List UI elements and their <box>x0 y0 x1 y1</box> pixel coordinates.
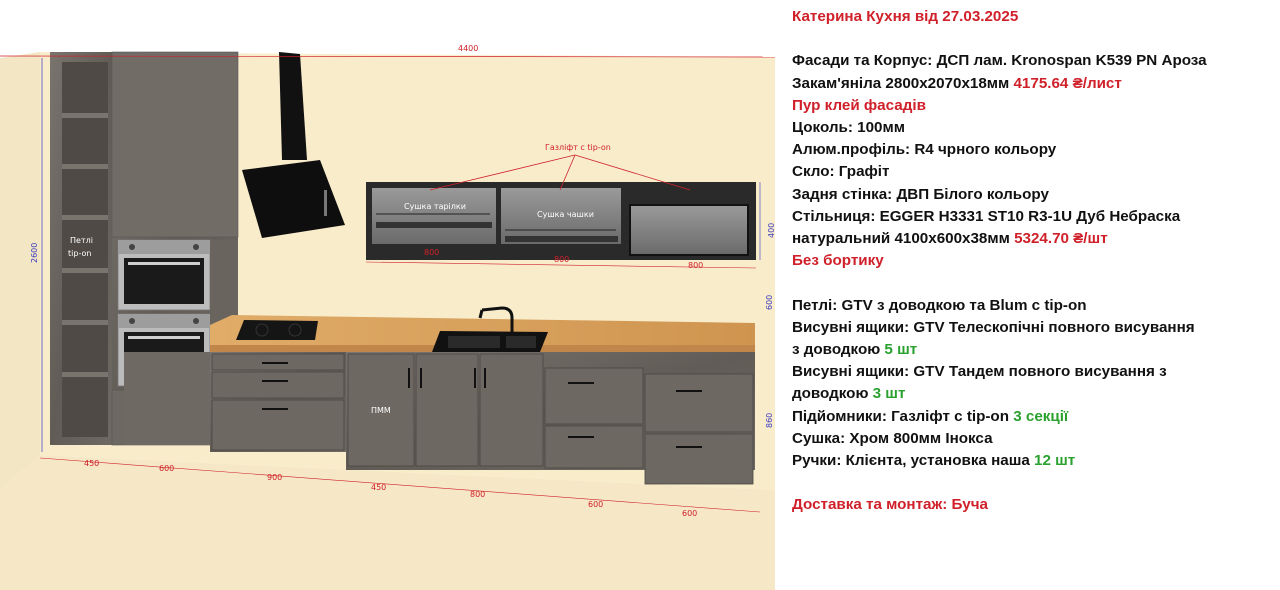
tall-shelf-unit: Петлі tip-on <box>50 52 112 445</box>
spec-handles: Ручки: Клієнта, установка наша 12 шт <box>792 452 1076 470</box>
dim-base-600b: 600 <box>588 500 603 509</box>
spec-countertop-size: натуральний 4100x600x38мм 5324.70 ₴/шт <box>792 230 1108 248</box>
spec-profile: Алюм.профіль: R4 чрного кольору <box>792 141 1057 159</box>
left-wall <box>0 52 40 490</box>
dim-base-height: 860 <box>765 413 774 428</box>
specification-panel: Катерина Кухня від 27.03.2025 Фасади та … <box>792 6 1272 517</box>
dim-gap-height: 600 <box>765 295 774 310</box>
upper-cabinets: Сушка тарілки Сушка чашки Газліфт с tip-… <box>366 143 756 260</box>
spec-countertop: Стільниця: EGGER H3331 ST10 R3-1U Дуб Не… <box>792 207 1181 225</box>
price-countertop: 5324.70 ₴/шт <box>1014 230 1108 248</box>
spec-back-wall: Задня стінка: ДВП Білого кольору <box>792 185 1049 203</box>
dim-base-450a: 450 <box>84 459 99 468</box>
sink <box>432 331 548 352</box>
spec-drawers-1: Висувні ящики: GTV Телескопічні повного … <box>792 318 1195 336</box>
spec-facades: Фасади та Корпус: ДСП лам. Kronospan K53… <box>792 52 1207 70</box>
spec-plinth: Цоколь: 100мм <box>792 119 905 136</box>
dim-height-total: 2600 <box>30 243 39 263</box>
dimensions: 4400 2600 400 600 860 800 800 800 450 60… <box>0 44 776 518</box>
dryer-plates-label: Сушка тарілки <box>404 202 466 211</box>
spec-title: Катерина Кухня від 27.03.2025 <box>792 8 1019 25</box>
spec-drawers-2-qty: доводкою 3 шт <box>792 385 906 403</box>
spec-drawers-2: Висувні ящики: GTV Тандем повного висува… <box>792 363 1167 381</box>
hinges-label-2: tip-on <box>68 249 91 258</box>
dim-base-900: 900 <box>267 473 282 482</box>
spec-drawers-1-qty: з доводкою 5 шт <box>792 341 918 359</box>
range-hood <box>242 52 345 238</box>
cooktop <box>236 320 318 340</box>
spec-lifts: Підйомники: Газліфт с tip-on 3 секції <box>792 407 1069 425</box>
countertop <box>210 306 755 352</box>
spec-material: Закам'яніла 2800x2070x18мм 4175.64 ₴/лис… <box>792 74 1122 92</box>
spec-delivery: Доставка та монтаж: Буча <box>792 496 988 514</box>
dim-upper-3: 800 <box>688 261 703 270</box>
floor <box>0 455 775 590</box>
spec-hinges: Петлі: GTV з доводкою та Blum с tip-on <box>792 296 1087 314</box>
price-sheet: 4175.64 ₴/лист <box>1013 74 1122 92</box>
dim-total-width: 4400 <box>458 44 478 53</box>
dim-upper-1: 800 <box>424 248 439 257</box>
gaslift-label: Газліфт с tip-on <box>545 143 611 152</box>
dim-base-450b: 450 <box>371 483 386 492</box>
dryer-cups-label: Сушка чашки <box>537 210 594 219</box>
dim-base-600a: 600 <box>159 464 174 473</box>
dim-upper-height: 400 <box>767 223 776 238</box>
faucet <box>478 306 514 335</box>
spec-dryer: Сушка: Хром 800мм Інокса <box>792 429 993 447</box>
dim-base-600c: 600 <box>682 509 697 518</box>
dim-base-800: 800 <box>470 490 485 499</box>
kitchen-drawing: Петлі tip-on <box>0 44 776 590</box>
hinges-label-1: Петлі <box>70 236 93 245</box>
base-cabinets: ПММ <box>124 352 755 485</box>
spec-no-edge: Без бортику <box>792 252 884 270</box>
oven-upper <box>117 239 211 311</box>
dim-upper-2: 800 <box>554 255 569 264</box>
spec-glass: Скло: Графіт <box>792 163 890 181</box>
spec-glue: Пур клей фасадів <box>792 96 926 114</box>
dishwasher-label: ПММ <box>371 406 391 415</box>
gaslift-arrows <box>429 154 691 191</box>
